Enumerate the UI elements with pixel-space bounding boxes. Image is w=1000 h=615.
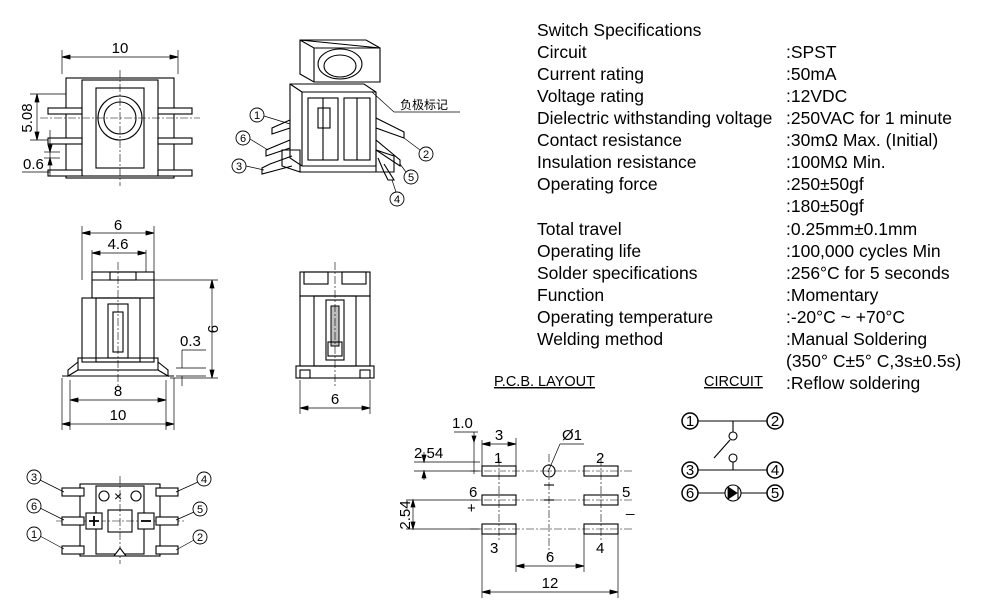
- circuit-pin-5: 5: [771, 485, 779, 502]
- spec-value: :Manual Soldering: [786, 329, 927, 349]
- front-total-dim: 10: [110, 407, 127, 424]
- front-inner-dim: 4.6: [108, 236, 129, 253]
- spec-label: Contact resistance: [537, 130, 682, 150]
- iso-pin-2: 2: [423, 149, 429, 161]
- pcb-pad-5: 5: [622, 484, 630, 501]
- spec-label: Operating life: [537, 241, 641, 261]
- bottom-pin-2: 2: [197, 532, 203, 544]
- spec-value: :100,000 cycles Min: [786, 241, 941, 261]
- top-height-dim: 5.08: [19, 103, 36, 132]
- circuit-pin-2: 2: [771, 413, 779, 430]
- spec-label: Voltage rating: [537, 86, 644, 106]
- bottom-pin-6: 6: [31, 501, 37, 513]
- spec-value: :250VAC for 1 minute: [786, 108, 952, 128]
- iso-pin-5: 5: [408, 172, 414, 184]
- front-thick-dim: 0.3: [180, 333, 201, 350]
- circuit-pin-4: 4: [771, 462, 779, 479]
- bottom-pin-5: 5: [197, 504, 203, 516]
- circuit-heading: CIRCUIT: [704, 374, 763, 390]
- bottom-pin-4: 4: [201, 474, 207, 486]
- pcb-pad-1: 1: [494, 450, 502, 467]
- front-view: 6 4.6 9 0.3: [61, 217, 221, 430]
- bottom-pin-3: 3: [31, 472, 37, 484]
- pcb-pad-2: 2: [596, 450, 604, 467]
- pcb-pad-6: 6: [469, 484, 477, 501]
- iso-pin-6: 6: [240, 133, 246, 145]
- pcb-pad-dim: 3: [495, 427, 503, 444]
- pcb-minus-mark: _: [625, 499, 635, 516]
- pcb-offset-dim: 1.0: [452, 415, 473, 432]
- spec-value: :256°C for 5 seconds: [786, 263, 950, 283]
- pcb-plus-mark: +: [467, 500, 476, 517]
- pcb-pad-4: 4: [596, 540, 604, 557]
- spec-label: Total travel: [537, 219, 622, 239]
- spec-value: (350° C±5° C,3s±0.5s): [786, 351, 961, 371]
- spec-label: Circuit: [537, 42, 587, 62]
- spec-label: Current rating: [537, 64, 644, 84]
- bottom-pin-1: 1: [31, 529, 37, 541]
- pcb-hole-dim: Ø1: [562, 427, 582, 444]
- top-pin-dim: 0.6: [23, 156, 44, 173]
- top-width-dim: 10: [112, 40, 129, 57]
- spec-title: Switch Specifications: [537, 20, 702, 40]
- spec-label: Dielectric withstanding voltage: [537, 108, 772, 128]
- spec-value: :250±50gf: [786, 174, 864, 194]
- pcb-pad-3: 3: [490, 540, 498, 557]
- spec-value: :Momentary: [786, 285, 879, 305]
- top-view: 10 5.08 0.6: [19, 40, 200, 186]
- spec-label: Welding method: [537, 329, 663, 349]
- pcb-row2-dim: 2.54: [397, 500, 414, 529]
- spec-value: :0.25mm±0.1mm: [786, 219, 917, 239]
- circuit-pin-6: 6: [686, 485, 694, 502]
- pcb-total-dim: 12: [542, 575, 559, 592]
- iso-pin-4: 4: [394, 194, 400, 206]
- iso-pin-1: 1: [254, 110, 260, 122]
- front-base-dim: 8: [114, 383, 122, 400]
- negative-mark-note: 负极标记: [400, 98, 448, 112]
- circuit-pin-1: 1: [686, 413, 694, 430]
- front-top-dim: 6: [114, 217, 122, 234]
- spec-value: :30mΩ Max. (Initial): [786, 130, 938, 150]
- circuit-pin-3: 3: [686, 462, 694, 479]
- spec-value: :SPST: [786, 42, 837, 62]
- spec-value: :Reflow soldering: [786, 373, 920, 393]
- spec-value: :12VDC: [786, 86, 847, 106]
- spec-label: Operating force: [537, 174, 658, 194]
- spec-label: Operating temperature: [537, 307, 713, 327]
- spec-value: :100MΩ Min.: [786, 152, 886, 172]
- side-view: 6: [295, 262, 375, 414]
- spec-label: Function: [537, 285, 604, 305]
- specifications: Switch Specifications Circuit :SPST Curr…: [537, 20, 961, 393]
- spec-label: Solder specifications: [537, 263, 698, 283]
- pcb-inner-dim: 6: [546, 549, 554, 566]
- spec-label: Insulation resistance: [537, 152, 697, 172]
- circuit-diagram: CIRCUIT 1 2 3 4 6 5: [681, 374, 784, 502]
- svg-text:×: ×: [114, 488, 122, 504]
- spec-value: :180±50gf: [786, 196, 864, 216]
- bottom-view: × + − 3 4 6 5 1 2: [26, 469, 212, 564]
- iso-pin-3: 3: [236, 161, 242, 173]
- pcb-layout-heading: P.C.B. LAYOUT: [494, 374, 595, 390]
- pcb-row-dim: 2.54: [414, 445, 443, 462]
- spec-value: :-20°C ~ +70°C: [786, 307, 905, 327]
- spec-value: :50mA: [786, 64, 837, 84]
- pcb-layout: P.C.B. LAYOUT 1.0 3 Ø1 2.54: [397, 374, 635, 598]
- isometric-view: 负极标记 1 6 3 4 5 2: [231, 39, 460, 207]
- side-width-dim: 6: [331, 391, 339, 408]
- front-height-dim: 9: [204, 325, 221, 333]
